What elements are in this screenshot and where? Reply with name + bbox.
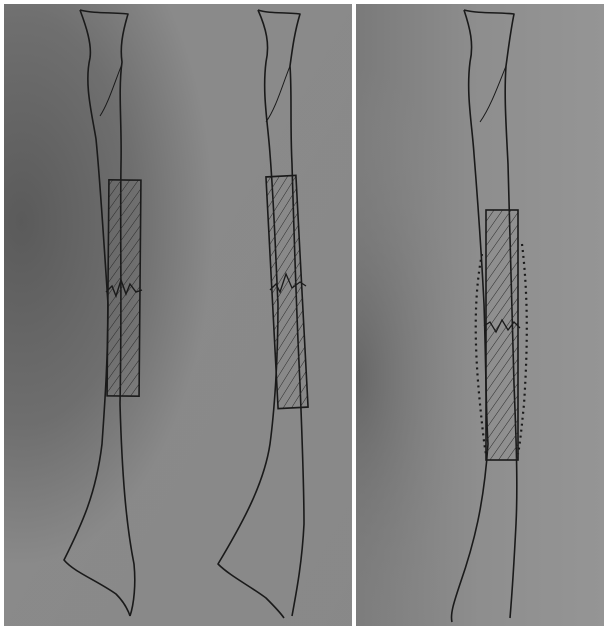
photo-right-drawing [356, 4, 604, 626]
photo-panel-right [356, 4, 604, 626]
plate-1 [106, 180, 142, 396]
photo-left-drawing [4, 4, 352, 626]
photo-panel-left [4, 4, 352, 626]
